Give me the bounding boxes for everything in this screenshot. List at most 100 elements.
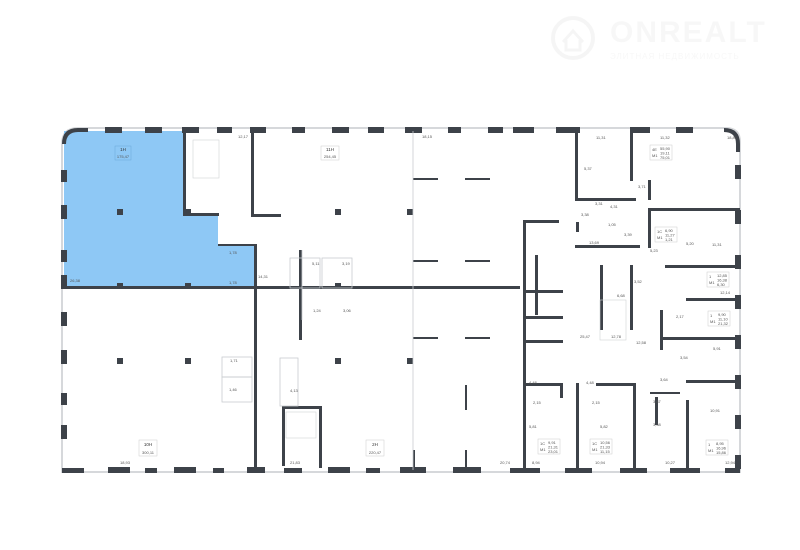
- room-area-label: 2,17: [676, 314, 685, 319]
- unit-tag-1n[interactable]: 1Н 175,47: [114, 145, 132, 161]
- unit-id: 11Н: [326, 147, 334, 152]
- onrealt-logo: ONREALT ЭЛИТНАЯ НЕДВИЖИМОСТЬ: [548, 14, 783, 64]
- room-area-label: 3,58: [653, 422, 662, 427]
- apartment-a: 9,91: [548, 440, 557, 445]
- room-area-label: 20,74: [500, 460, 511, 465]
- interior-walls: [62, 131, 740, 470]
- unit-area: 175,47: [117, 154, 130, 159]
- room-area-label: 4,31: [610, 204, 619, 209]
- logo-tagline: ЭЛИТНАЯ НЕДВИЖИМОСТЬ: [610, 52, 740, 61]
- apartment-c: 75,01: [660, 155, 671, 160]
- room-area-label: 11,31: [596, 135, 606, 140]
- unit-tag-11n[interactable]: 11Н 254,45: [320, 145, 340, 161]
- apartment-b: 11,10: [718, 317, 728, 322]
- room-area-label: 13,69: [589, 240, 600, 245]
- apartment-a: 12,85: [717, 273, 728, 278]
- apartment-rooms: 1С: [540, 441, 545, 446]
- apartment-rooms: 4Е: [652, 147, 657, 152]
- apartment-c: 6,30: [717, 282, 726, 287]
- apartment-type: М1: [710, 319, 716, 324]
- room-area-label: 3,87: [653, 399, 662, 404]
- room-area-label: 10,91: [710, 408, 721, 413]
- stairs[interactable]: [192, 139, 627, 439]
- apartment-a: 10,56: [600, 440, 611, 445]
- apartment-b: 21,31: [548, 445, 559, 450]
- room-area-label: 11,32: [660, 135, 670, 140]
- apartment-b: 21,33: [600, 445, 611, 450]
- apartment-a: 55,90: [660, 146, 671, 151]
- apartment-rooms: 1С: [592, 441, 597, 446]
- apartment-type: М1: [592, 447, 598, 452]
- apartment-rooms: 1С: [657, 229, 662, 234]
- room-area-label: 2,15: [533, 400, 542, 405]
- apartment-type: М1: [657, 235, 663, 240]
- room-area-label: 3,31: [595, 201, 604, 206]
- room-area-label: 21,83: [290, 460, 301, 465]
- apartment-tag-frame: [654, 226, 678, 243]
- room-area-label: 2,15: [592, 400, 601, 405]
- apartment-c: 23,01: [548, 449, 559, 454]
- room-area-label: 18,93: [120, 460, 131, 465]
- room-area-label: 4,48: [586, 380, 595, 385]
- room-area-label: 5,11: [312, 261, 320, 266]
- room-area-label: 3,64: [660, 377, 669, 382]
- room-area-label: 3,54: [680, 355, 689, 360]
- apartment-c: 21,32: [718, 321, 729, 326]
- unit-tag-2n[interactable]: 2Н 220,47: [365, 439, 385, 457]
- room-area-label: 14,31: [258, 274, 269, 279]
- apartment-a: 6,90: [665, 228, 674, 233]
- apartment-type: М1: [652, 153, 658, 158]
- room-area-label: 3,06: [343, 308, 352, 313]
- unit-id: 10Н: [144, 442, 152, 447]
- logo-name: ONREALT: [610, 16, 767, 49]
- unit-area: 220,47: [369, 450, 382, 455]
- room-area-label: 6,68: [617, 293, 626, 298]
- room-area-label: 3,38: [581, 212, 590, 217]
- apartment-c: 15,86: [716, 450, 727, 455]
- room-area-label: 1,46: [229, 387, 238, 392]
- apartment-a: 8,95: [716, 441, 725, 446]
- room-area-label: 26,38: [70, 278, 81, 283]
- room-area-label: 18,81: [727, 135, 738, 140]
- room-area-label: 1,71: [230, 358, 239, 363]
- apartment-rooms: 1: [708, 442, 711, 447]
- unit-tag-10n[interactable]: 10Н 300,11: [138, 439, 158, 457]
- room-area-label: 3,52: [634, 279, 643, 284]
- apartment-rooms: 1: [709, 274, 712, 279]
- room-area-label: 5,82: [600, 424, 609, 429]
- room-area-label: 5,81: [529, 424, 538, 429]
- apartment-tag-frame: [706, 271, 730, 288]
- room-area-label: 1,05: [608, 222, 617, 227]
- room-area-label: 3,19: [342, 261, 351, 266]
- room-area-label: 4,13: [290, 388, 299, 393]
- apartment-b: 16,38: [717, 278, 728, 283]
- unit-1n-highlight[interactable]: [64, 131, 255, 287]
- room-area-label: 12,14: [720, 290, 731, 295]
- room-area-label: 11,31: [712, 242, 722, 247]
- room-area-label: 10,94: [595, 460, 606, 465]
- room-area-label: 12,94: [725, 460, 736, 465]
- apartment-type: М1: [708, 448, 714, 453]
- room-area-label: 12,78: [611, 334, 622, 339]
- room-area-label: 12,17: [238, 134, 249, 139]
- apartment-b: 11,27: [665, 233, 675, 238]
- room-area-label: 10,27: [665, 460, 676, 465]
- apartment-a: 9,90: [718, 312, 727, 317]
- apartment-b: 19,11: [660, 151, 670, 156]
- room-area-label: 12,58: [636, 340, 647, 345]
- columns: [117, 209, 413, 364]
- apartment-tag-frame: [537, 438, 561, 455]
- unit-area: 254,45: [324, 154, 337, 159]
- room-area-label: 1,24: [313, 308, 322, 313]
- apartment-tag-frame: [649, 144, 673, 161]
- room-area-label: 3,39: [624, 232, 633, 237]
- apartment-type: М1: [709, 280, 715, 285]
